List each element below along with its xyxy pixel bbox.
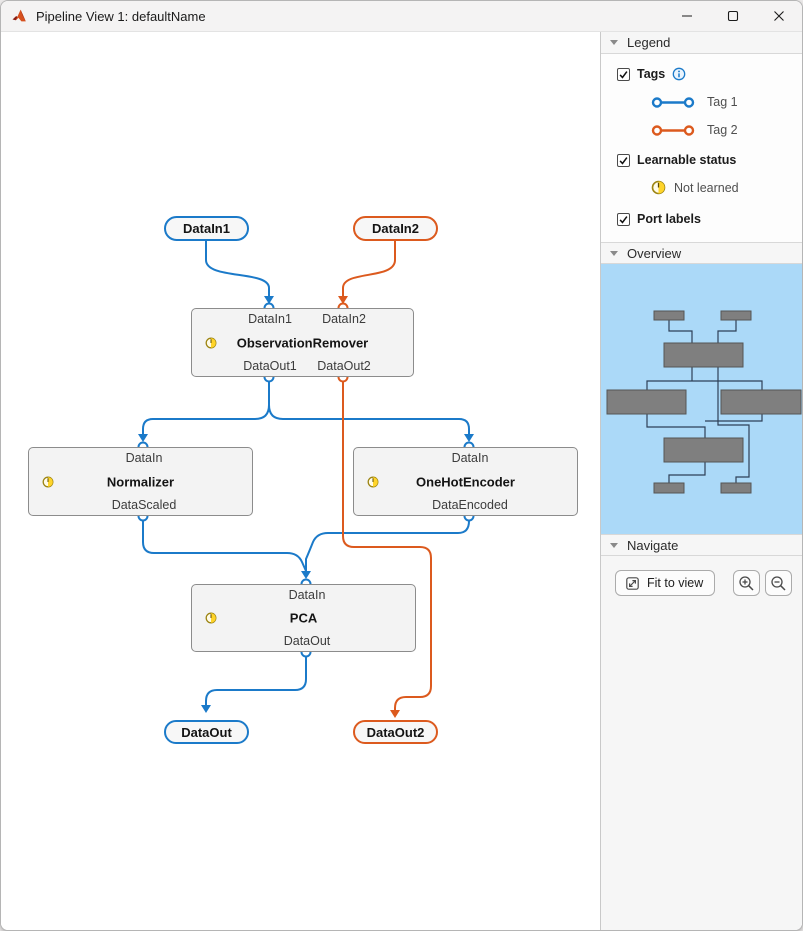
port-label: DataOut: [283, 634, 331, 648]
port-label: DataIn: [288, 588, 326, 602]
fit-to-view-button[interactable]: Fit to view: [615, 570, 716, 596]
zoom-out-button[interactable]: [765, 570, 792, 596]
info-icon[interactable]: [672, 67, 686, 81]
port-label: DataIn2: [322, 312, 366, 326]
source-node-datain2[interactable]: DataIn2: [353, 216, 438, 241]
block-observationremover[interactable]: DataIn1 DataIn2 ObservationRemover DataO…: [191, 308, 414, 377]
block-normalizer[interactable]: DataIn Normalizer DataScaled: [28, 447, 253, 516]
sink-node-label: DataOut: [181, 724, 232, 740]
navigate-content: Fit to view: [601, 556, 802, 596]
overview-section-header[interactable]: Overview: [601, 242, 802, 264]
sink-node-label: DataOut2: [366, 724, 425, 740]
port-label: DataOut1: [243, 359, 297, 373]
block-title: OneHotEncoder: [416, 474, 515, 489]
port-label: DataIn1: [248, 312, 292, 326]
tag1-swatch-icon: [651, 96, 695, 109]
port-label: DataEncoded: [432, 498, 508, 512]
block-title: Normalizer: [106, 474, 175, 489]
tags-checkbox[interactable]: [617, 67, 630, 81]
port-label: DataIn: [451, 451, 489, 465]
legend-content: Tags: [601, 54, 802, 242]
learnable-status-checkbox[interactable]: [617, 153, 630, 167]
fit-to-view-label: Fit to view: [647, 576, 704, 590]
legend-section-header[interactable]: Legend: [601, 32, 802, 54]
collapse-caret-icon: [610, 40, 618, 45]
collapse-caret-icon: [610, 250, 618, 256]
overview-minimap[interactable]: [601, 264, 802, 534]
minimize-button[interactable]: [664, 1, 710, 31]
window-title: Pipeline View 1: defaultName: [36, 8, 206, 24]
tag1-label: Tag 1: [707, 95, 738, 109]
navigate-header-label: Navigate: [627, 537, 679, 553]
not-learned-icon: [651, 180, 666, 195]
not-learned-icon: [367, 476, 379, 488]
not-learned-icon: [205, 612, 217, 624]
close-button[interactable]: [756, 1, 802, 31]
zoom-in-button[interactable]: [733, 570, 760, 596]
overview-header-label: Overview: [627, 245, 682, 261]
source-node-label: DataIn1: [183, 221, 230, 236]
sink-node-dataout[interactable]: DataOut: [164, 720, 249, 744]
port-label: DataOut2: [317, 359, 371, 373]
not-learned-label: Not learned: [674, 180, 739, 195]
sidebar-empty-area: [601, 596, 802, 930]
not-learned-icon: [42, 476, 54, 488]
tag2-label: Tag 2: [707, 123, 738, 137]
navigate-section-header[interactable]: Navigate: [601, 534, 802, 556]
port-labels-checkbox[interactable]: [617, 212, 630, 226]
not-learned-icon: [205, 337, 217, 349]
port-label: DataScaled: [111, 498, 177, 512]
block-title: ObservationRemover: [236, 335, 369, 350]
source-node-datain1[interactable]: DataIn1: [164, 216, 249, 241]
port-label: DataIn: [125, 451, 163, 465]
collapse-caret-icon: [610, 542, 618, 548]
learnable-status-label: Learnable status: [637, 153, 737, 167]
maximize-button[interactable]: [710, 1, 756, 31]
block-title: PCA: [289, 610, 318, 626]
tags-checkbox-label: Tags: [637, 67, 666, 81]
titlebar: Pipeline View 1: defaultName: [1, 1, 802, 32]
block-onehotencoder[interactable]: DataIn OneHotEncoder DataEncoded: [353, 447, 578, 516]
sink-node-dataout2[interactable]: DataOut2: [353, 720, 438, 744]
fit-to-view-icon: [625, 576, 640, 591]
source-node-label: DataIn2: [372, 221, 419, 236]
port-labels-label: Port labels: [637, 212, 701, 226]
pipeline-canvas[interactable]: DataIn1 DataIn2 DataIn1 DataIn2 Observat…: [1, 32, 600, 930]
sidebar: Legend Tags: [600, 32, 802, 930]
legend-header-label: Legend: [627, 35, 671, 50]
tag2-swatch-icon: [651, 124, 695, 137]
block-pca[interactable]: DataIn PCA DataOut: [191, 584, 416, 652]
matlab-logo-icon: [12, 8, 28, 24]
